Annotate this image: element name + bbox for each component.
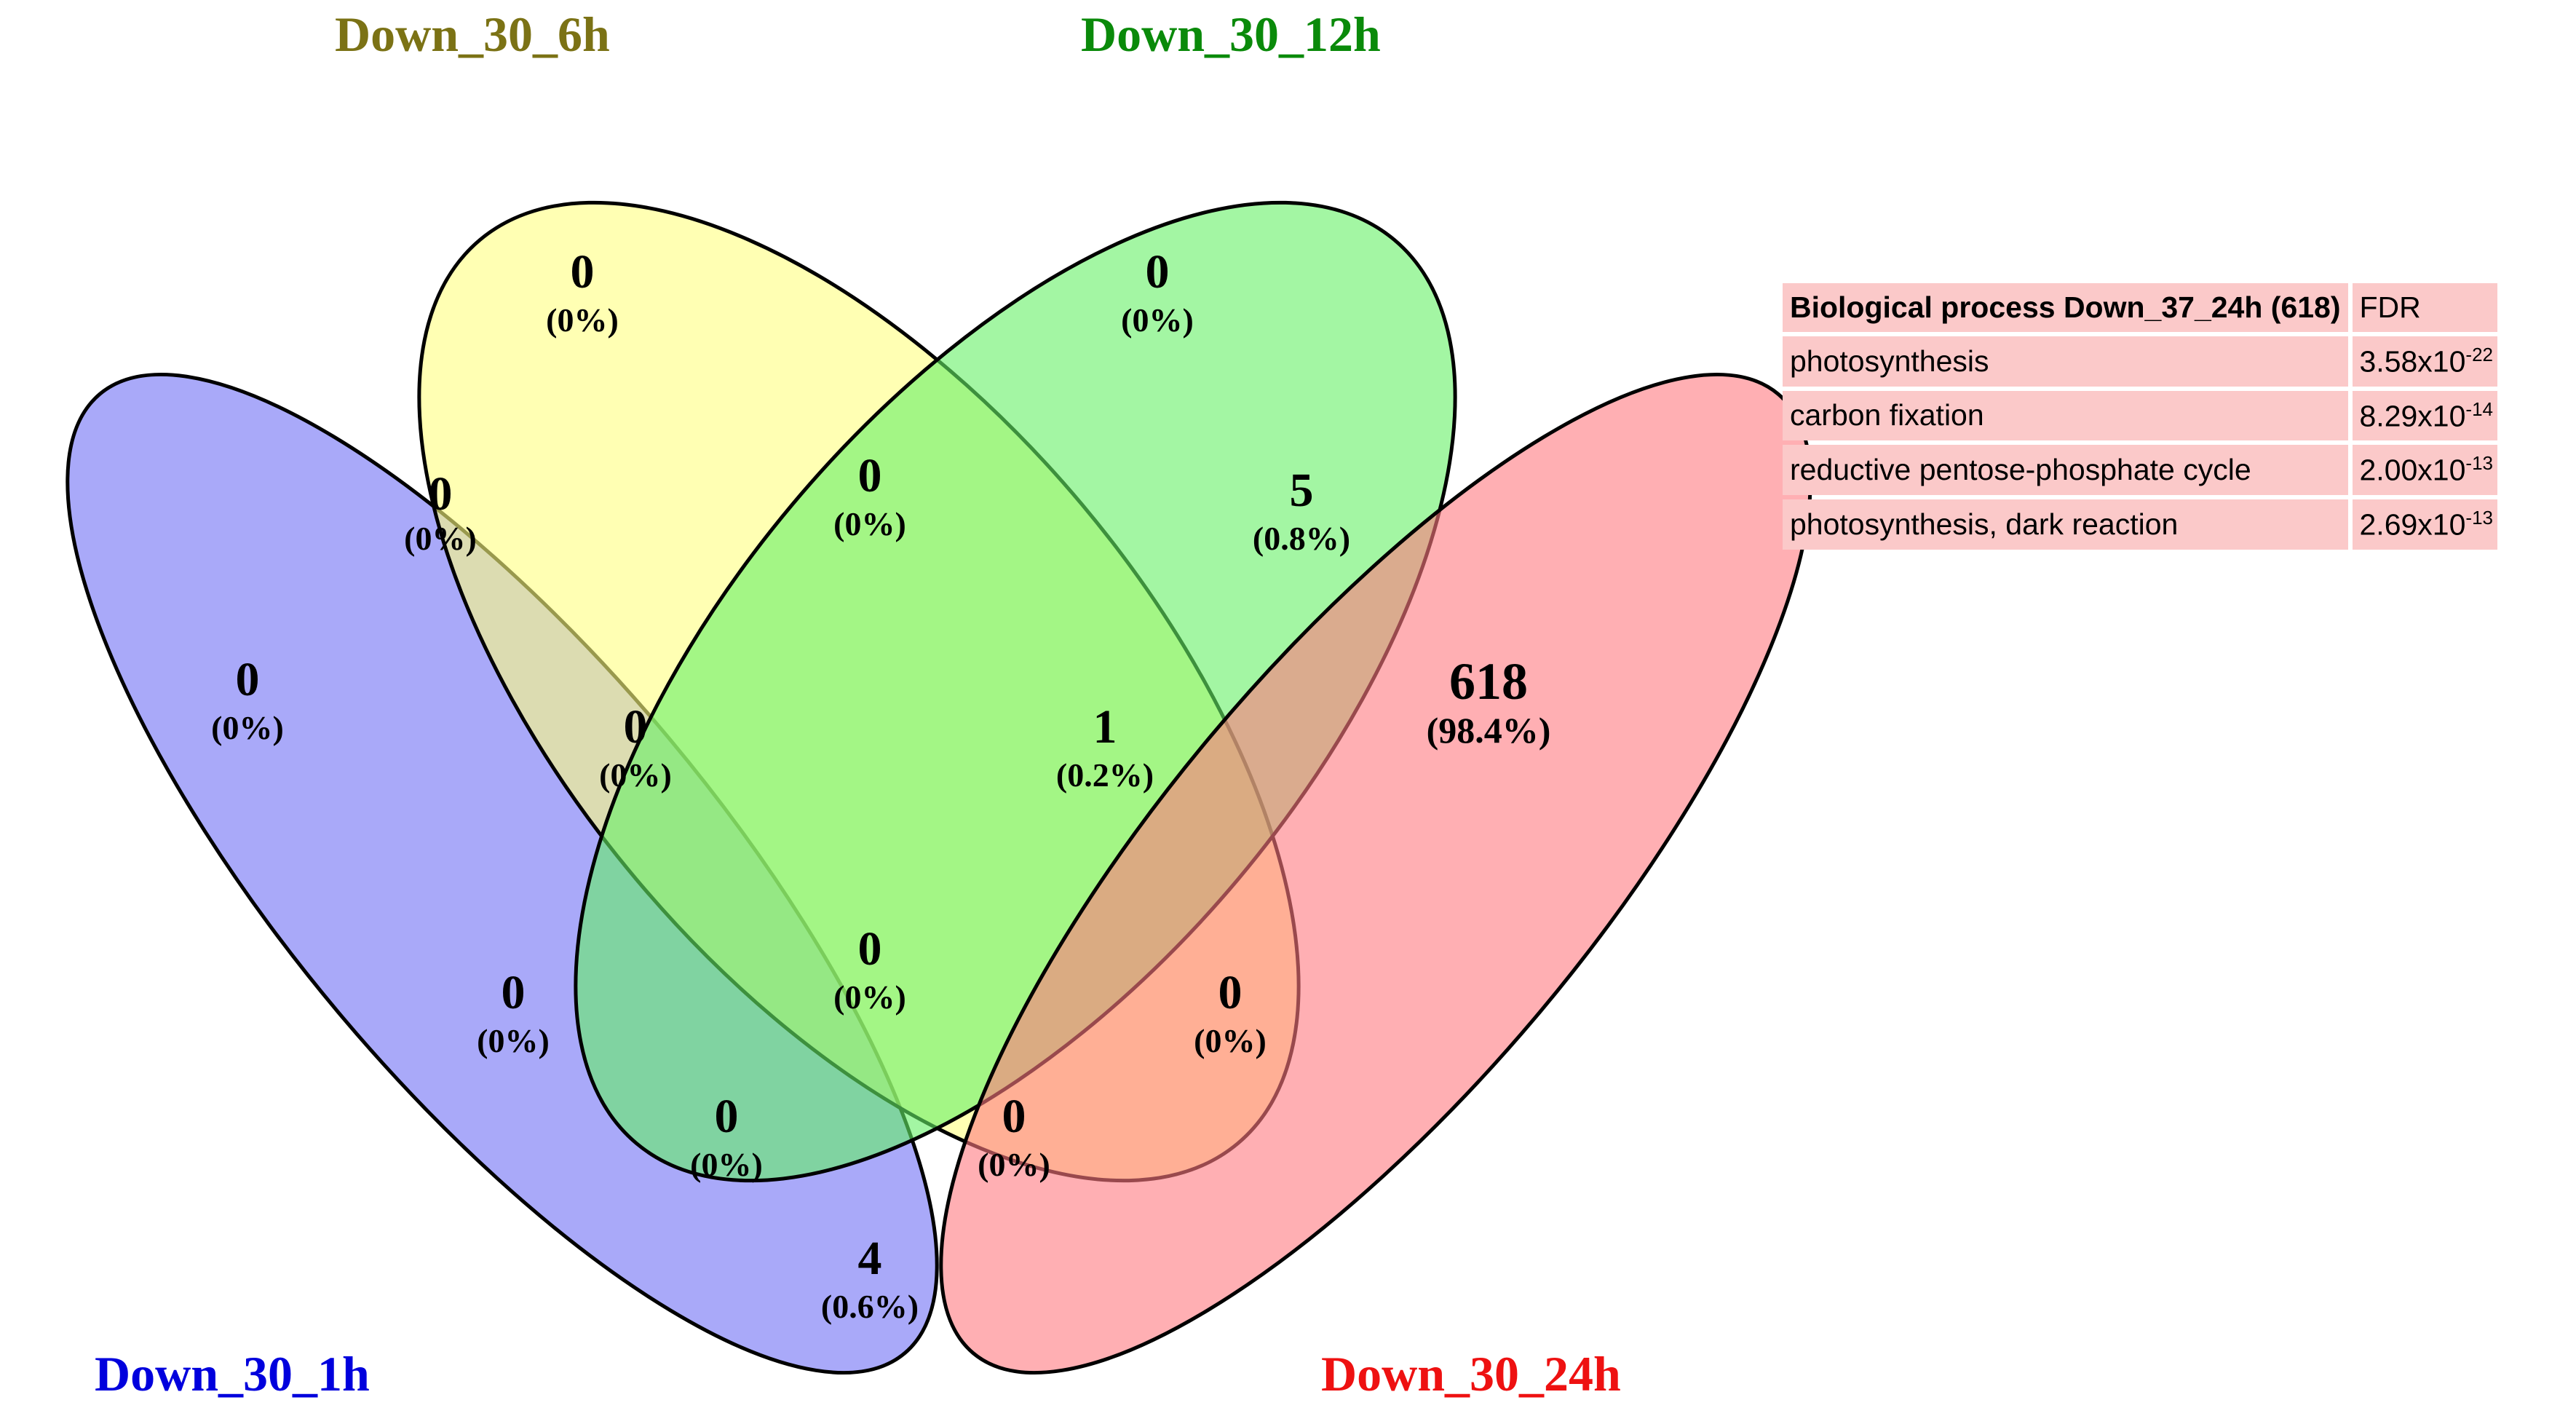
region-percent: (0%) [833,505,906,542]
process-cell: carbon fixation [1783,390,2348,441]
table-row: photosynthesis, dark reaction 2.69x10-13 [1783,499,2497,550]
table-header-row: Biological process Down_37_24h (618) FDR [1783,283,2497,332]
region-count: 0 [858,922,882,976]
region-count: 618 [1449,652,1528,711]
region-count: 0 [715,1090,739,1143]
region-count: 5 [1290,464,1314,517]
fdr-cell: 2.00x10-13 [2352,445,2497,495]
fdr-column-header: FDR [2352,283,2497,332]
table-row: carbon fixation 8.29x10-14 [1783,390,2497,441]
region-count: 0 [1002,1090,1026,1143]
region-percent: (0.8%) [1253,520,1350,557]
region-percent: (0%) [546,301,619,339]
set-label-down-30-12h: Down_30_12h [1081,7,1381,62]
region-percent: (0%) [599,756,672,794]
go-enrichment-table: Biological process Down_37_24h (618) FDR… [1778,279,2502,554]
region-percent: (0%) [833,978,906,1016]
process-cell: photosynthesis [1783,336,2348,387]
fdr-exponent: -14 [2465,397,2493,420]
region-count: 1 [1093,700,1117,753]
fdr-exponent: -13 [2465,452,2493,475]
fdr-cell: 8.29x10-14 [2352,390,2497,441]
region-percent: (0%) [477,1022,550,1059]
region-count: 0 [236,653,260,706]
set-label-down-30-6h: Down_30_6h [335,7,610,62]
set-label-down-30-1h: Down_30_1h [95,1346,370,1401]
fdr-base: 2.69x10 [2359,507,2466,542]
fdr-exponent: -22 [2465,344,2493,365]
region-percent: (0%) [978,1146,1050,1183]
fdr-cell: 2.69x10-13 [2352,499,2497,550]
region-count: 0 [502,966,526,1019]
region-count: 0 [624,700,648,753]
region-count: 0 [571,245,595,298]
region-count: 4 [858,1232,882,1285]
fdr-exponent: -13 [2465,506,2493,529]
fdr-cell: 3.58x10-22 [2352,336,2497,387]
region-percent: (0.2%) [1056,756,1154,794]
set-ellipse-down-30-24h [939,372,1812,1375]
fdr-base: 2.00x10 [2359,453,2466,487]
table-row: reductive pentose-phosphate cycle 2.00x1… [1783,445,2497,495]
process-column-header: Biological process Down_37_24h (618) [1783,283,2348,332]
region-percent: (0%) [690,1146,763,1183]
region-percent: (0.6%) [821,1288,919,1325]
region-count: 0 [1146,245,1170,298]
region-percent: (0%) [404,520,477,557]
process-cell: reductive pentose-phosphate cycle [1783,445,2348,495]
fdr-base: 8.29x10 [2359,399,2466,433]
region-percent: (98.4%) [1427,710,1551,751]
region-count: 0 [858,449,882,502]
fdr-base: 3.58x10 [2359,344,2466,379]
process-cell: photosynthesis, dark reaction [1783,499,2348,550]
region-percent: (0%) [1194,1022,1267,1059]
region-percent: (0%) [1121,301,1194,339]
set-label-down-30-24h: Down_30_24h [1321,1346,1621,1401]
region-count: 0 [429,467,453,521]
region-percent: (0%) [211,709,284,746]
region-count: 0 [1218,966,1243,1019]
table-row: photosynthesis 3.58x10-22 [1783,336,2497,387]
